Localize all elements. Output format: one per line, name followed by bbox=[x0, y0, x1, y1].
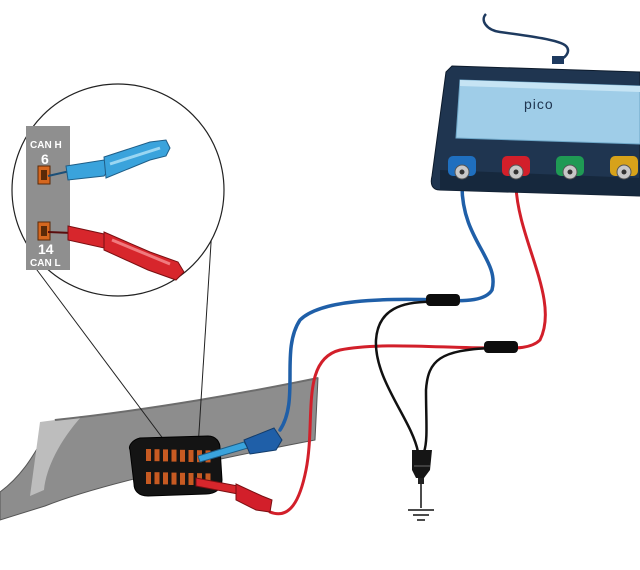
black-ground-lead-1 bbox=[374, 300, 442, 454]
connector-face bbox=[26, 126, 70, 270]
red-splitter-sleeve bbox=[484, 341, 518, 353]
cables bbox=[268, 184, 547, 516]
channel-a-input bbox=[448, 156, 476, 180]
pin-bottom-name: CAN L bbox=[30, 258, 61, 269]
obd-pin bbox=[146, 472, 151, 484]
picoscope-device: pico bbox=[430, 65, 640, 197]
channel-d-input bbox=[610, 156, 638, 180]
channel-c-input bbox=[556, 156, 584, 180]
scope-input-channels bbox=[448, 156, 638, 180]
obd-pin bbox=[205, 473, 211, 486]
obd-pin bbox=[180, 472, 185, 485]
obd-pin bbox=[188, 473, 194, 485]
obd-pin bbox=[163, 449, 168, 462]
obd-pin bbox=[154, 472, 160, 485]
red-cable bbox=[268, 184, 547, 516]
obd-zoom-inset: CAN H 6 14 CAN L bbox=[11, 83, 225, 297]
channel-b-input bbox=[502, 156, 530, 180]
usb-cable bbox=[482, 13, 570, 64]
red-probe bbox=[195, 477, 273, 513]
obd-pin bbox=[188, 450, 194, 462]
obd-pin bbox=[154, 449, 160, 462]
pico-brand-logo: pico bbox=[524, 96, 554, 112]
obd-pin bbox=[146, 449, 151, 461]
black-ground-lead-2 bbox=[422, 346, 494, 454]
red-probe-inset bbox=[47, 225, 185, 281]
blue-splitter-sleeve bbox=[426, 294, 460, 306]
blue-probe-inset bbox=[47, 139, 171, 181]
blue-probe bbox=[197, 427, 283, 463]
ground-icon bbox=[408, 509, 434, 521]
pin-top-number: 6 bbox=[41, 151, 49, 167]
pin-top-name: CAN H bbox=[30, 140, 62, 151]
pin-bottom-number: 14 bbox=[38, 241, 54, 257]
ground-clip bbox=[412, 450, 432, 508]
obd-pin bbox=[180, 449, 185, 462]
obd-pin bbox=[163, 472, 168, 485]
blue-cable bbox=[278, 184, 495, 432]
obd-pin bbox=[171, 449, 177, 462]
obd-pin bbox=[171, 472, 177, 485]
